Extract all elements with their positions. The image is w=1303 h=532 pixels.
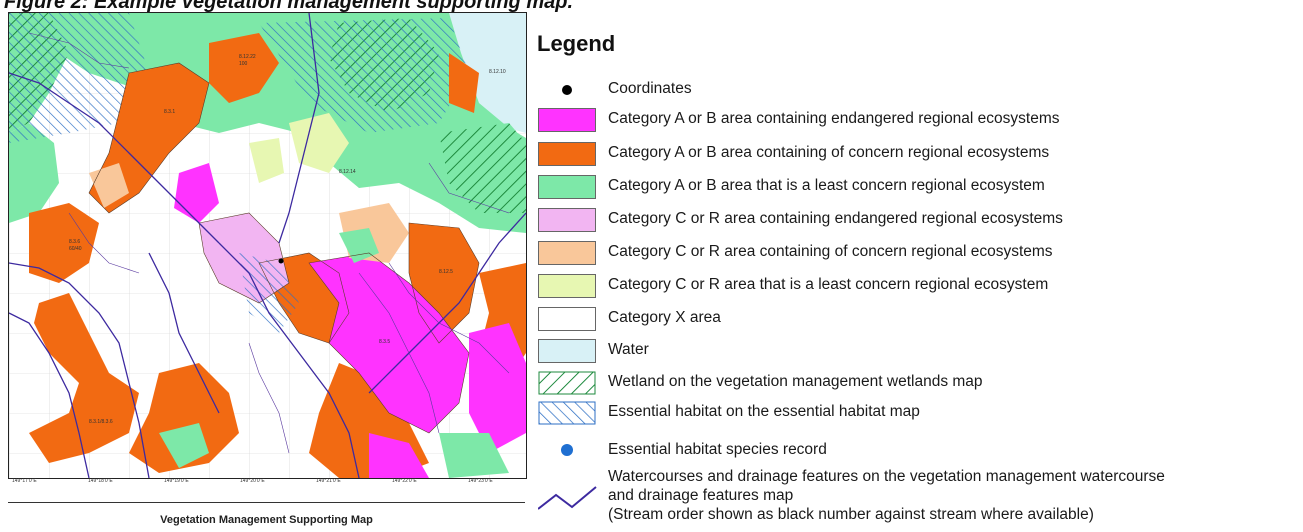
blue-hatch-icon xyxy=(538,400,598,426)
watercourse-line-2: and drainage features map xyxy=(608,487,794,504)
essential-habitat-nw xyxy=(9,13,149,143)
legend-label: Essential habitat species record xyxy=(608,441,827,458)
swatch-ab-endangered xyxy=(538,108,596,132)
least-concern-cr-2 xyxy=(249,138,284,183)
watercourse-text: Watercourses and drainage features on th… xyxy=(608,467,1165,524)
region-label: 8.3.1 xyxy=(164,109,175,115)
endangered-ab-2 xyxy=(369,433,429,478)
legend-label: Essential habitat on the essential habit… xyxy=(608,403,920,420)
coordinate-scale: 149°17'0"E 149°18'0"E 149°19'0"E 149°20'… xyxy=(8,478,525,492)
legend-item-wetland: Wetland on the vegetation management wet… xyxy=(538,370,1298,396)
of-concern-ab-10 xyxy=(449,53,479,113)
legend-item-water: Water xyxy=(538,338,1298,364)
minor-drainage xyxy=(28,32,510,454)
swatch-water xyxy=(538,339,596,363)
watercourse-line-1: Watercourses and drainage features on th… xyxy=(608,468,1165,485)
coord-label: 149°17'0"E xyxy=(12,478,37,484)
swatch-cr-least-concern xyxy=(538,274,596,298)
region-label: 8.3.1/8.3.6 xyxy=(89,419,113,425)
of-concern-ab-3 xyxy=(29,203,99,283)
region-label: 8.12.10 xyxy=(489,69,506,75)
endangered-ab-3 xyxy=(469,323,526,453)
black-dot-icon xyxy=(538,77,598,103)
legend-item-cr-endangered: Category C or R area containing endanger… xyxy=(538,207,1298,233)
least-concern-patch-3 xyxy=(439,433,509,478)
map-caption: Vegetation Management Supporting Map xyxy=(160,514,373,526)
of-concern-ab-9 xyxy=(129,363,239,473)
legend-label: Coordinates xyxy=(608,80,692,97)
coord-label: 149°21'0"E xyxy=(316,478,341,484)
watercourses xyxy=(9,13,526,478)
essential-habitat-central xyxy=(239,253,299,333)
legend-label: Category A or B area containing of conce… xyxy=(608,144,1050,161)
caption-divider xyxy=(8,502,525,503)
region-label: 100 xyxy=(239,61,248,67)
legend-item-ab-least-concern: Category A or B area that is a least con… xyxy=(538,174,1298,200)
wetland-east xyxy=(439,123,526,213)
region-label: 8.3.5 xyxy=(379,339,390,345)
coord-label: 149°19'0"E xyxy=(164,478,189,484)
legend-label: Category A or B area that is a least con… xyxy=(608,177,1045,194)
legend-item-cr-least-concern: Category C or R area that is a least con… xyxy=(538,273,1298,299)
region-label: 8.12.5 xyxy=(439,269,453,275)
coord-label: 149°22'0"E xyxy=(392,478,417,484)
legend-label: Water xyxy=(608,341,649,358)
legend-label: Category X area xyxy=(608,309,721,326)
water-area xyxy=(449,13,526,133)
of-concern-cr-2 xyxy=(89,163,129,208)
legend-item-coordinates: Coordinates xyxy=(538,77,1298,103)
swatch-category-x xyxy=(538,307,596,331)
endangered-ab-1 xyxy=(309,253,469,433)
legend-label: Category A or B area containing endanger… xyxy=(608,110,1060,127)
vegetation-map[interactable]: 8.12.22 8.3.1 8.12.5 8.3.6 8.12.14 8.3.5… xyxy=(8,12,527,479)
region-boundaries xyxy=(88,62,480,434)
region-label: 8.3.6 xyxy=(69,239,80,245)
region-label: 8.12.22 xyxy=(239,54,256,60)
legend-item-species-record: Essential habitat species record xyxy=(538,438,1298,464)
least-concern-west xyxy=(9,123,59,223)
coord-label: 149°20'0"E xyxy=(240,478,265,484)
legend-label: Category C or R area that is a least con… xyxy=(608,276,1049,293)
endangered-ab-4 xyxy=(174,163,219,223)
legend-label: Category C or R area containing endanger… xyxy=(608,210,1063,227)
region-label: 8.12.14 xyxy=(339,169,356,175)
swatch-ab-of-concern xyxy=(538,142,596,166)
legend-label: Category C or R area containing of conce… xyxy=(608,243,1053,260)
legend-title: Legend xyxy=(537,31,616,56)
least-concern-cr-1 xyxy=(289,113,349,173)
legend-item-watercourses: Watercourses and drainage features on th… xyxy=(537,468,1298,531)
coord-label: 149°23'0"E xyxy=(468,478,493,484)
map-canvas: 8.12.22 8.3.1 8.12.5 8.3.6 8.12.14 8.3.5… xyxy=(9,13,526,478)
coordinate-point xyxy=(278,258,284,264)
legend-item-category-x: Category X area xyxy=(538,306,1298,332)
coord-label: 149°18'0"E xyxy=(88,478,113,484)
least-concern-patch-2 xyxy=(159,423,209,468)
legend-item-ab-of-concern: Category A or B area containing of conce… xyxy=(538,141,1298,167)
swatch-ab-least-concern xyxy=(538,175,596,199)
blue-dot-icon xyxy=(538,438,598,464)
figure-title: Figure 2: Example vegetation management … xyxy=(4,0,573,13)
essential-habitat-north xyxy=(259,18,469,133)
watercourse-line-3: (Stream order shown as black number agai… xyxy=(608,506,1094,523)
legend-item-essential-habitat: Essential habitat on the essential habit… xyxy=(538,400,1298,426)
of-concern-ab-4 xyxy=(29,293,139,463)
least-concern-patch-1 xyxy=(339,228,379,263)
legend-item-cr-of-concern: Category C or R area containing of conce… xyxy=(538,240,1298,266)
zigzag-line-icon xyxy=(537,485,598,511)
swatch-cr-endangered xyxy=(538,208,596,232)
legend-label: Wetland on the vegetation management wet… xyxy=(608,373,983,390)
region-label: 60/40 xyxy=(69,246,82,252)
legend-item-ab-endangered: Category A or B area containing endanger… xyxy=(538,107,1298,133)
swatch-cr-of-concern xyxy=(538,241,596,265)
green-hatch-icon xyxy=(538,370,598,396)
of-concern-ab-2 xyxy=(209,33,279,103)
region-label-layer: 8.12.22 8.3.1 8.12.5 8.3.6 8.12.14 8.3.5… xyxy=(69,54,506,425)
